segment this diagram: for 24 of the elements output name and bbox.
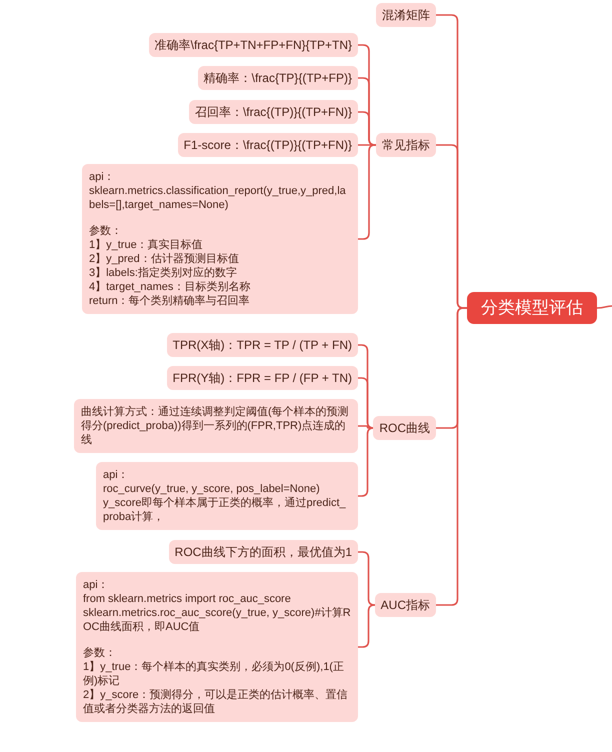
subtopic-box: ROC曲线下方的面积，最优值为1 <box>168 540 358 564</box>
note-box: 曲线计算方式：通过连续调整判定阈值(每个样本的预测得分(predict_proba))得到一系列的(FPR,TPR)点连成的线 <box>74 399 358 453</box>
subtopic-box: F1-score：\frac{(TP)}{(TP+FN)} <box>178 133 358 157</box>
connector-line <box>358 144 376 240</box>
root-topic-box: 分类模型评估 <box>467 292 597 324</box>
subtopic-box: 准确率\frac{TP+TN+FP+FN}{TP+TN} <box>148 33 358 57</box>
note-box: api： sklearn.metrics.classification_report(y_true,y_pred,labels=[],target_names=None) 参数： 1】y_true：真实目标值 2】y_pred：估计器预测目标值 3】labels:指定类别对应的数字 4】target_names：目标类别名称 return：每个类别精确率与召回率 <box>82 164 358 314</box>
connector-line <box>436 307 467 606</box>
connector-line <box>596 305 612 309</box>
subtopic-box: FPR(Y轴)：FPR = FP / (FP + TN) <box>166 366 358 390</box>
note-box: api： roc_curve(y_true, y_score, pos_label=None) y_score即每个样本属于正类的概率，通过predict_proba计算， <box>96 462 358 530</box>
connector-line <box>358 425 373 429</box>
connector-line <box>358 144 376 146</box>
subtopic-box: 召回率：\frac{(TP)}{(TP+FN)} <box>188 100 358 124</box>
connector-line <box>358 604 376 648</box>
topic-box: 混淆矩阵 <box>376 3 436 27</box>
connector-line <box>358 551 376 606</box>
topic-box: ROC曲线 <box>373 416 436 440</box>
subtopic-box: 精确率：\frac{TP}{(TP+FP)} <box>198 66 358 90</box>
connector-line <box>358 427 374 497</box>
note-box: api： from sklearn.metrics import roc_auc_score sklearn.metrics.roc_auc_score(y_true, y_score)#计算ROC曲线面积，即AUC值 参数： 1】y_true：每个样本的真实类别，必须为0(反例),1(正例)标记 2】y_score：预测得分，可以是正类的估计概率、置信值或者分类器方法的返回值 <box>76 572 358 722</box>
subtopic-box: TPR(X轴)：TPR = TP / (TP + FN) <box>166 333 358 357</box>
topic-box: 常见指标 <box>376 133 436 157</box>
topic-box: AUC指标 <box>374 593 436 617</box>
